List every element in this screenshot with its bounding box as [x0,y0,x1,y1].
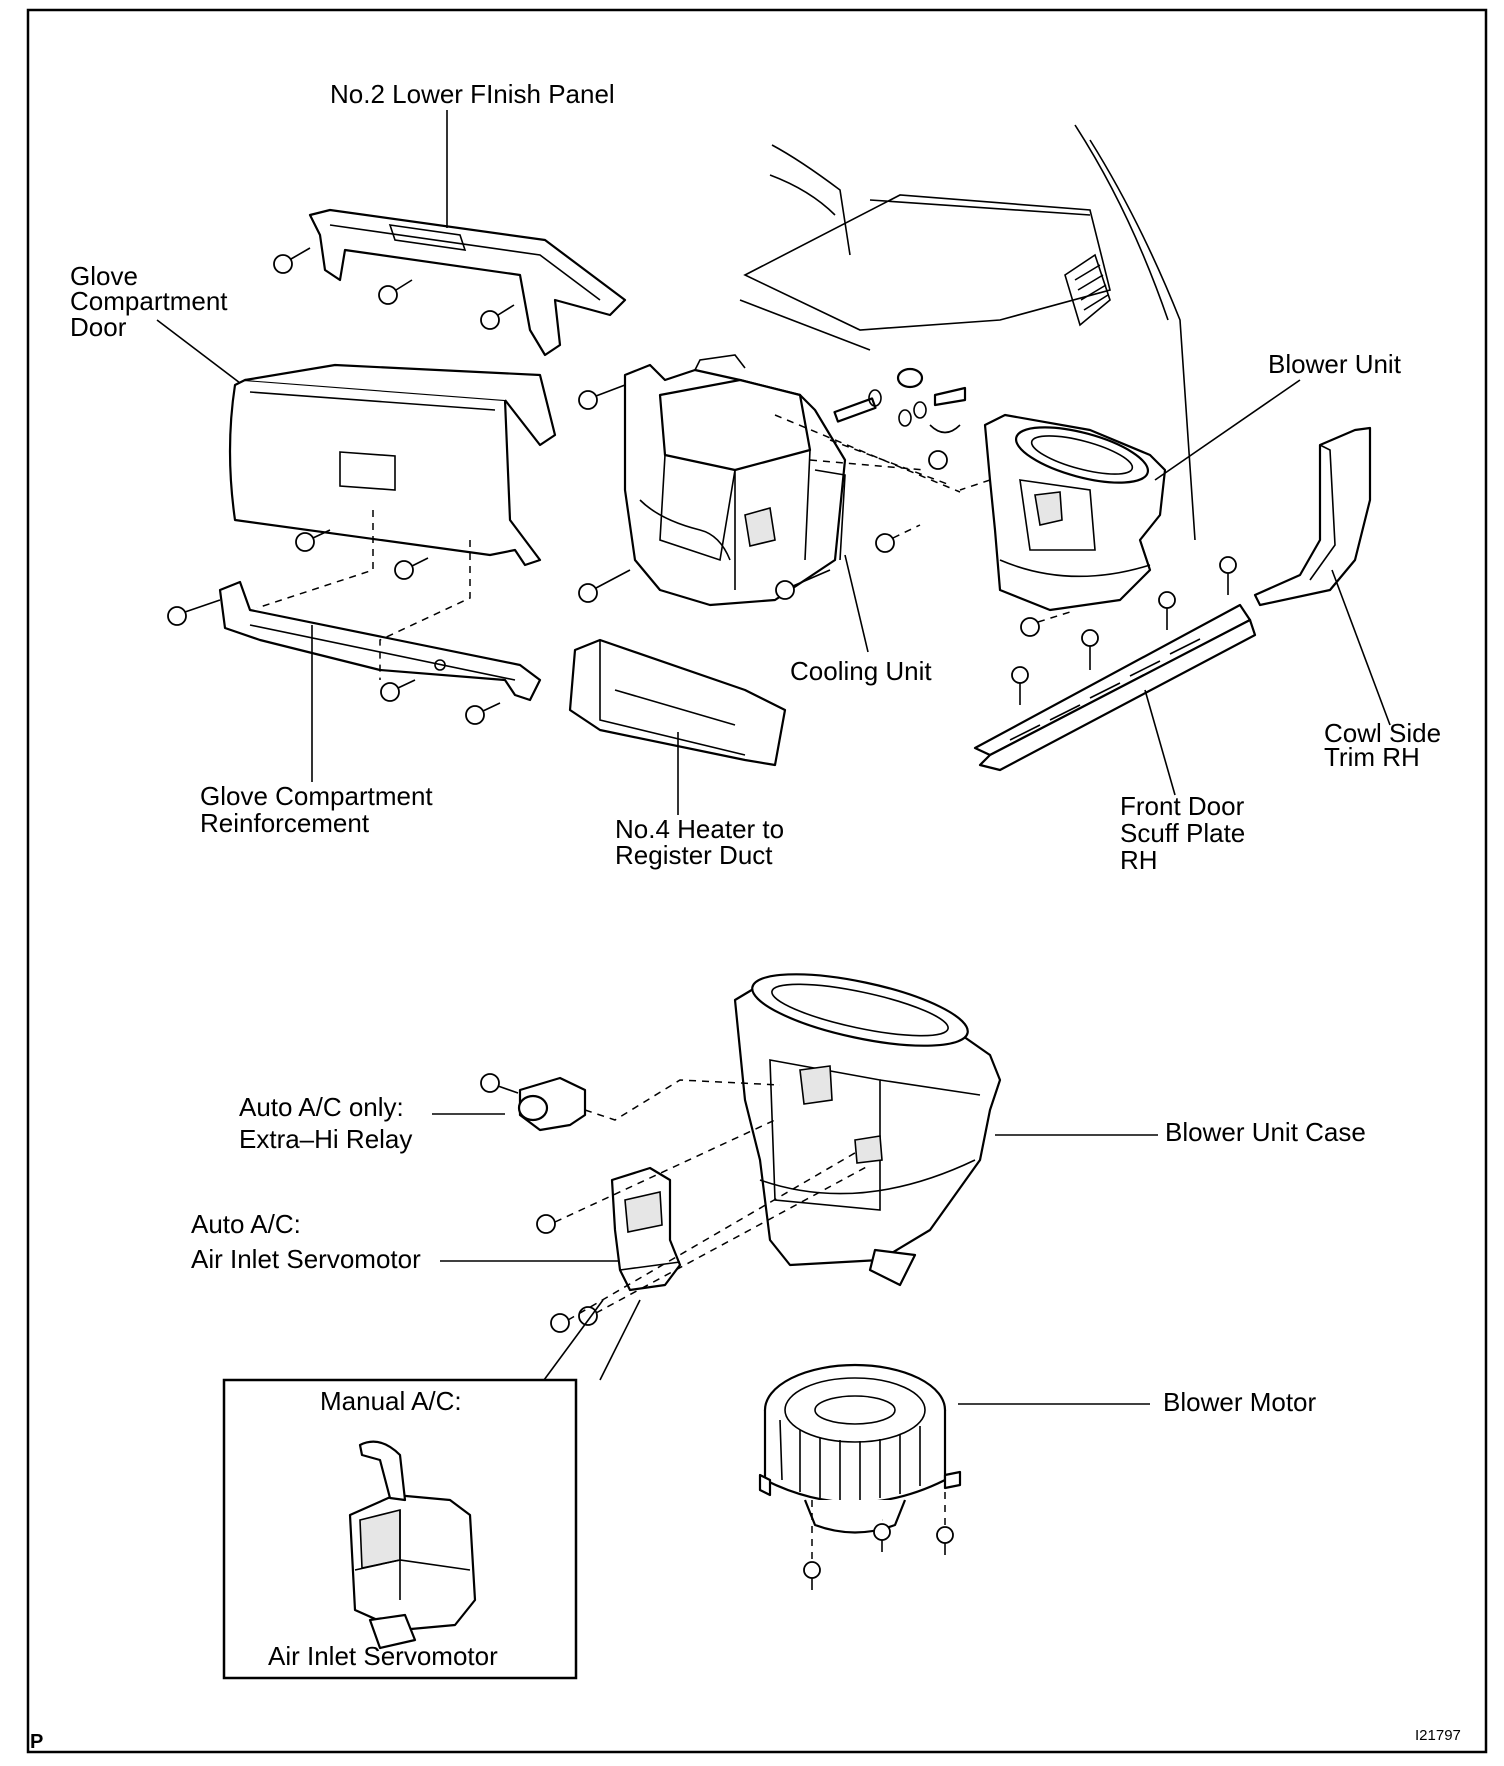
inset-leader-a [543,1299,604,1381]
label-cowl-side-trim-rh-2: Trim RH [1324,742,1420,772]
blower-motor-fasteners [803,1492,954,1590]
screw-icon [1158,591,1176,630]
extra-hi-relay [480,1073,587,1132]
manual-air-inlet-servomotor [348,1440,477,1650]
screw-icon [875,524,921,553]
label-auto-servomotor-2: Air Inlet Servomotor [191,1244,421,1274]
label-front-door-scuff-plate-1: Front Door [1120,791,1245,821]
screw-icon [536,1214,556,1234]
front-door-scuff-plate-rh [973,603,1257,772]
cooling-unit-leader [844,554,869,653]
no4-heater-to-register-duct [568,638,787,767]
label-no2-lower-finish-panel: No.2 Lower FInish Panel [330,79,615,109]
label-blower-unit: Blower Unit [1268,349,1402,379]
screw-icon [873,1523,891,1552]
screw-icon [480,304,515,330]
servomotor-fasteners [536,1119,871,1333]
screw-icon [295,529,331,552]
screw-icon [273,247,311,274]
figure-id: I21797 [1415,1727,1461,1744]
screw-icon [550,1313,570,1333]
screw-icon [936,1526,954,1555]
diagram-frame [26,8,1488,1754]
manual-ac-inset-box [222,1378,578,1680]
screw-icon [167,599,221,626]
blower-unit-dash [959,479,991,491]
label-glove-compartment-door-2: Compartment [70,286,228,316]
auto-air-inlet-servomotor [610,1166,682,1292]
cooling-unit-pipe [774,414,961,493]
label-blower-motor: Blower Motor [1163,1387,1316,1417]
dashboard-outline [739,124,1196,541]
screw-icon [775,569,831,600]
label-no4-heater-duct-2: Register Duct [615,840,773,870]
fasteners [167,247,1237,725]
screw-icon [578,384,626,410]
screw-icon [1081,629,1099,670]
label-blower-unit-case: Blower Unit Case [1165,1117,1366,1147]
screw-icon [578,569,631,603]
cowl-side-trim-rh [1253,426,1372,607]
label-front-door-scuff-plate-2: Scuff Plate [1120,818,1245,848]
cooling-unit-pipe-fittings [833,367,967,434]
screw-icon [378,279,413,305]
screw-icon [380,679,416,702]
screw-icon [394,557,429,580]
screw-icon [465,702,501,725]
blower-unit-leader [1154,379,1301,481]
screw-icon [928,450,948,470]
label-front-door-scuff-plate-3: RH [1120,845,1158,875]
label-glove-compartment-reinforcement-1: Glove Compartment [200,781,433,811]
glove-box-dash-lines [256,510,471,680]
screw-icon [1011,666,1029,705]
cooling-unit [623,354,847,607]
screw-icon [803,1561,821,1590]
inset-leader-b [599,1299,641,1381]
glove-compartment-door-leader [156,319,241,384]
screw-icon [1219,556,1237,595]
corner-mark: P [30,1731,43,1753]
label-cooling-unit: Cooling Unit [790,656,932,686]
label-extra-hi-relay-2: Extra–Hi Relay [239,1124,412,1154]
front-door-scuff-plate-rh-leader [1144,689,1176,796]
label-inset-caption: Air Inlet Servomotor [268,1641,498,1671]
label-cowl-side-trim-rh-1: Cowl Side [1324,718,1441,748]
extra-hi-relay-dash [584,1079,781,1121]
label-extra-hi-relay-1: Auto A/C only: [239,1092,404,1122]
label-glove-compartment-door-3: Door [70,312,127,342]
no2-lower-finish-panel [308,208,627,357]
label-inset-title: Manual A/C: [320,1386,462,1416]
screw-icon [578,1306,598,1326]
cowl-side-trim-rh-leader [1331,569,1391,726]
blower-unit [983,413,1167,612]
screw-icon [1020,611,1071,637]
label-glove-compartment-reinforcement-2: Reinforcement [200,808,370,838]
label-no4-heater-duct-1: No.4 Heater to [615,814,784,844]
glove-compartment-door [228,363,557,567]
blower-motor [758,1363,962,1534]
blower-unit-case [733,973,1002,1287]
label-auto-servomotor-1: Auto A/C: [191,1209,301,1239]
label-glove-compartment-door-1: Glove [70,261,138,291]
